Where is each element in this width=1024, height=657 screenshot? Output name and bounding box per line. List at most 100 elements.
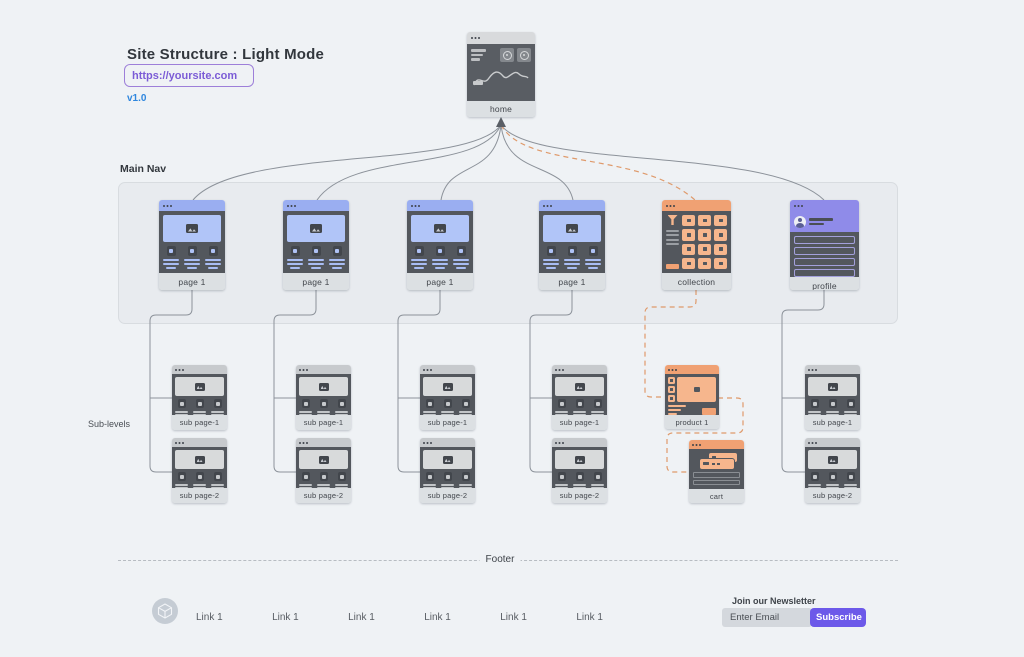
node-sub-page-2[interactable]: sub page-2 (296, 438, 351, 503)
node-sub-page-1[interactable]: sub page-1 (296, 365, 351, 430)
node-page-4[interactable]: page 1 (539, 200, 605, 290)
node-home[interactable]: home (467, 32, 535, 117)
sidebar-button-icon (666, 264, 679, 269)
window-dots-icon (692, 443, 694, 446)
menu-lines-icon (471, 48, 486, 62)
footer-link[interactable]: Link 1 (576, 612, 603, 623)
footer-section-label: Footer (479, 554, 521, 565)
window-dots-icon (471, 37, 473, 39)
node-label: product 1 (665, 415, 719, 429)
node-page-3[interactable]: page 1 (407, 200, 473, 290)
site-url-link[interactable]: https://yoursite.com (124, 64, 254, 87)
product-image-icon (677, 377, 716, 402)
node-label: sub page-2 (552, 488, 607, 503)
sub-page-preview (805, 374, 860, 420)
node-collection[interactable]: collection (662, 200, 731, 290)
footer-link[interactable]: Link 1 (424, 612, 451, 623)
image-icon (318, 455, 329, 464)
sub-page-preview (420, 447, 475, 493)
node-sub-page-2[interactable]: sub page-2 (172, 438, 227, 503)
page-preview (539, 211, 605, 273)
window-dots-icon (411, 204, 413, 207)
image-icon (574, 382, 585, 391)
browser-chrome (296, 365, 351, 374)
browser-chrome (805, 365, 860, 374)
node-profile[interactable]: profile (790, 200, 859, 290)
window-dots-icon (543, 204, 545, 207)
node-sub-page-1[interactable]: sub page-1 (552, 365, 607, 430)
node-label: page 1 (159, 273, 225, 290)
browser-chrome (283, 200, 349, 211)
buy-button-icon (702, 408, 716, 415)
browser-chrome (296, 438, 351, 447)
browser-chrome (552, 365, 607, 374)
sub-page-preview (552, 374, 607, 420)
image-icon (566, 224, 578, 233)
sub-page-preview (552, 447, 607, 493)
browser-chrome (552, 438, 607, 447)
image-icon (194, 382, 205, 391)
profile-banner (790, 211, 859, 232)
browser-chrome (407, 200, 473, 211)
product-preview (665, 374, 719, 415)
browser-chrome (420, 438, 475, 447)
node-sub-page-1[interactable]: sub page-1 (172, 365, 227, 430)
image-icon (827, 382, 838, 391)
node-page-1[interactable]: page 1 (159, 200, 225, 290)
footer-link[interactable]: Link 1 (500, 612, 527, 623)
browser-chrome (790, 200, 859, 211)
sub-page-preview (420, 374, 475, 420)
image-icon (434, 224, 446, 233)
page-preview (283, 211, 349, 273)
image-icon (574, 455, 585, 464)
node-label: page 1 (539, 273, 605, 290)
home-preview (467, 44, 535, 101)
node-sub-page-2[interactable]: sub page-2 (805, 438, 860, 503)
window-dots-icon (299, 441, 301, 444)
browser-chrome (805, 438, 860, 447)
cart-preview (689, 449, 744, 489)
image-icon (194, 455, 205, 464)
main-nav-label: Main Nav (120, 163, 167, 175)
window-dots-icon (423, 368, 425, 371)
node-page-2[interactable]: page 1 (283, 200, 349, 290)
window-dots-icon (299, 368, 301, 371)
browser-chrome (662, 200, 731, 211)
footer-link[interactable]: Link 1 (348, 612, 375, 623)
browser-chrome (420, 365, 475, 374)
window-dots-icon (163, 204, 165, 207)
node-sub-page-1[interactable]: sub page-1 (420, 365, 475, 430)
email-input[interactable] (722, 608, 812, 627)
node-label: sub page-2 (805, 488, 860, 503)
sub-page-preview (296, 374, 351, 420)
window-dots-icon (555, 441, 557, 444)
node-label: home (467, 101, 535, 117)
node-label: profile (790, 277, 859, 290)
node-label: sub page-2 (296, 488, 351, 503)
footer-link-row: Link 1 Link 1 Link 1 Link 1 Link 1 Link … (196, 612, 603, 623)
footer-link[interactable]: Link 1 (196, 612, 223, 623)
browser-chrome (467, 32, 535, 44)
node-label: sub page-1 (552, 415, 607, 430)
dial-icon (517, 48, 531, 62)
browser-chrome (539, 200, 605, 211)
dial-icon (500, 48, 514, 62)
sub-page-preview (296, 447, 351, 493)
sub-levels-label: Sub-levels (88, 419, 131, 429)
subscribe-button[interactable]: Subscribe (810, 608, 866, 627)
avatar-icon (794, 215, 806, 228)
node-sub-page-1[interactable]: sub page-1 (805, 365, 860, 430)
window-dots-icon (666, 204, 668, 207)
node-cart[interactable]: cart (689, 440, 744, 503)
node-product-1[interactable]: product 1 (665, 365, 719, 429)
footer-link[interactable]: Link 1 (272, 612, 299, 623)
version-label: v1.0 (127, 93, 147, 104)
window-dots-icon (794, 204, 796, 207)
node-sub-page-2[interactable]: sub page-2 (552, 438, 607, 503)
page-preview (159, 211, 225, 273)
image-icon (442, 382, 453, 391)
window-dots-icon (555, 368, 557, 371)
node-label: collection (662, 273, 731, 290)
node-sub-page-2[interactable]: sub page-2 (420, 438, 475, 503)
